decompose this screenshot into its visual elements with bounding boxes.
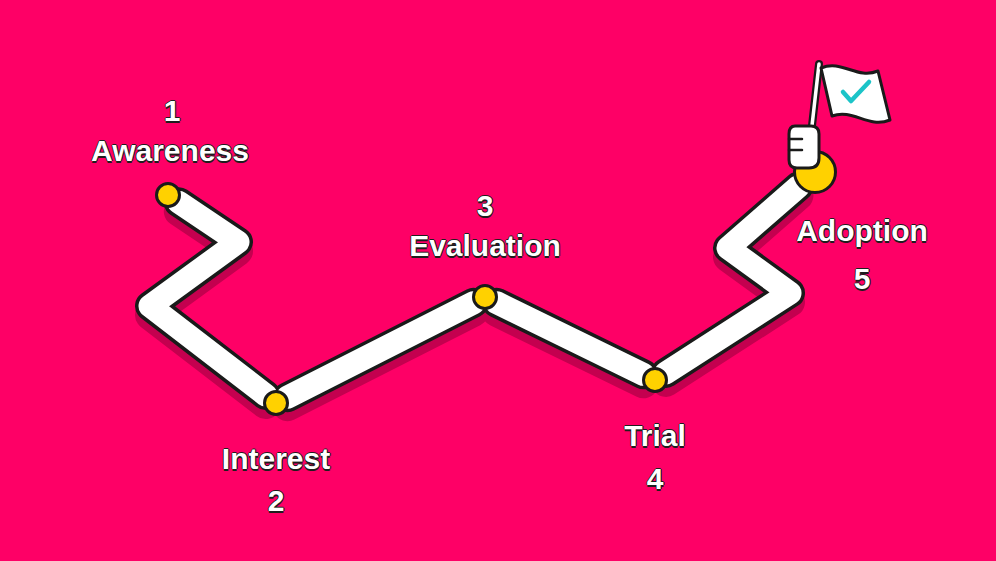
road-outline — [666, 186, 799, 372]
goal-node: Adoption5 — [793, 150, 837, 194]
stage-dot-circle — [265, 392, 288, 415]
step-label: Interest — [222, 442, 330, 475]
road-path — [666, 186, 799, 372]
stage-dot — [155, 182, 181, 208]
road-path — [150, 202, 266, 395]
stage-node: Interest2 — [263, 390, 289, 416]
road-path — [288, 303, 474, 397]
road-outline — [150, 202, 266, 395]
road-outline — [288, 303, 474, 397]
step-label: Awareness — [91, 134, 249, 167]
stage-dot-circle — [644, 369, 667, 392]
stage-node: 3Evaluation — [472, 284, 498, 310]
road-outline — [497, 303, 644, 375]
stage-dot-circle — [474, 286, 497, 309]
step-number: 4 — [647, 462, 664, 495]
step-number: 1 — [164, 94, 181, 127]
stage-dot — [263, 390, 289, 416]
stage-dot — [642, 367, 668, 393]
road-path — [497, 303, 644, 375]
step-number: 3 — [477, 189, 494, 222]
stage-node: 1Awareness — [155, 182, 181, 208]
stage-dot-circle — [157, 184, 180, 207]
step-number: 5 — [854, 262, 871, 295]
step-number: 2 — [268, 484, 285, 517]
flag-hand — [789, 64, 890, 168]
step-label: Evaluation — [409, 229, 561, 262]
stage-node: Trial4 — [642, 367, 668, 393]
step-label: Adoption — [796, 214, 928, 247]
stage-dot — [472, 284, 498, 310]
step-label: Trial — [624, 419, 686, 452]
stage-dot — [793, 150, 837, 194]
